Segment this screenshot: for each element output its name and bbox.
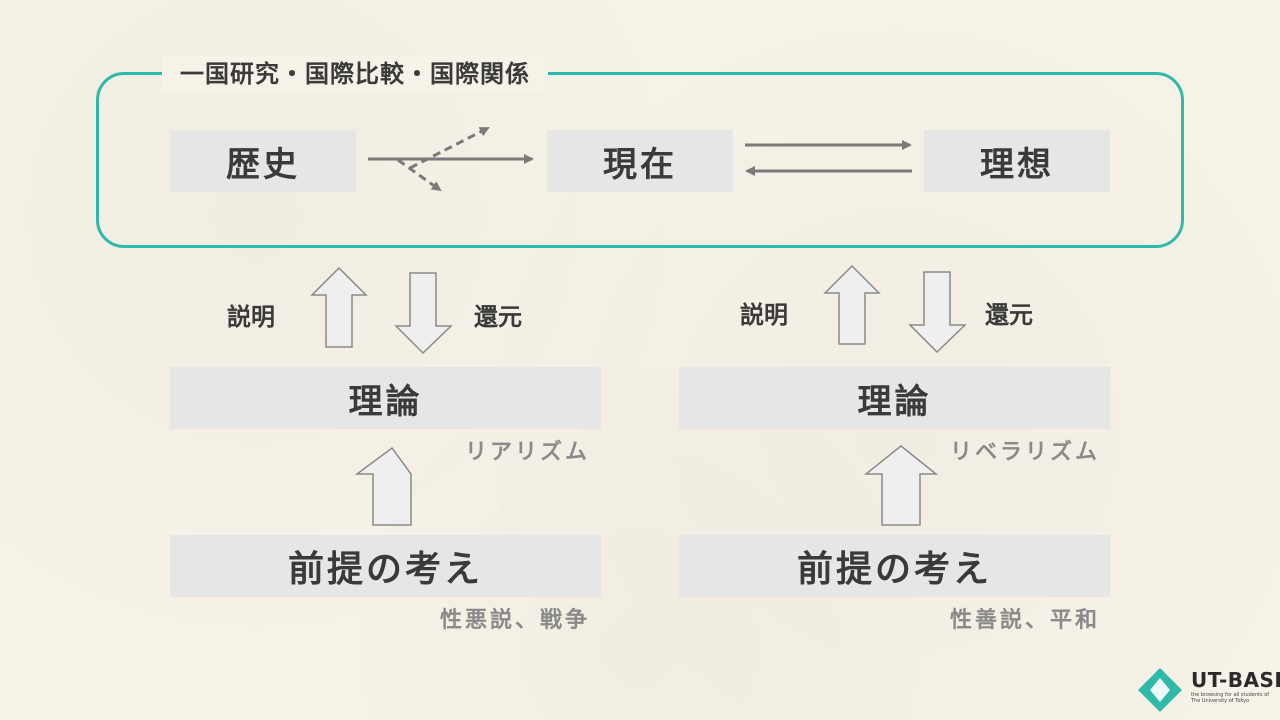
history-box: 歴史 — [170, 130, 356, 192]
left-theory-box: 理論 — [170, 367, 601, 429]
logo-tagline: the browsing for all students of The Uni… — [1191, 692, 1270, 704]
right-premise-box: 前提の考え — [679, 535, 1110, 597]
right-reduce-label: 還元 — [985, 301, 1033, 329]
ut-base-logo-icon — [1138, 668, 1182, 712]
scope-frame — [96, 72, 1184, 248]
right-theory-box: 理論 — [679, 367, 1110, 429]
left-premise-to-theory-arrow — [354, 446, 412, 526]
left-reduce-down-arrow — [394, 272, 453, 355]
ideal-box: 理想 — [924, 130, 1110, 192]
right-explain-up-arrow — [823, 264, 881, 345]
left-premise-box: 前提の考え — [170, 535, 601, 597]
present-box: 現在 — [547, 130, 733, 192]
divergence-up-arrow — [409, 126, 490, 170]
left-reduce-label: 還元 — [474, 303, 522, 331]
left-explain-label: 説明 — [227, 303, 275, 331]
right-premise-to-theory-arrow — [863, 445, 939, 526]
right-theory-school: リベラリズム — [949, 440, 1100, 465]
logo-name: UT-BASE — [1191, 668, 1280, 692]
right-premise-detail: 性善説、平和 — [949, 608, 1100, 633]
frame-title: 一国研究・国際比較・国際関係 — [162, 56, 548, 92]
left-theory-school: リアリズム — [464, 440, 590, 465]
left-premise-detail: 性悪説、戦争 — [439, 608, 590, 633]
left-explain-up-arrow — [310, 266, 368, 348]
divergence-down-arrow — [397, 158, 442, 192]
right-explain-label: 説明 — [740, 301, 788, 329]
right-reduce-down-arrow — [908, 271, 967, 354]
